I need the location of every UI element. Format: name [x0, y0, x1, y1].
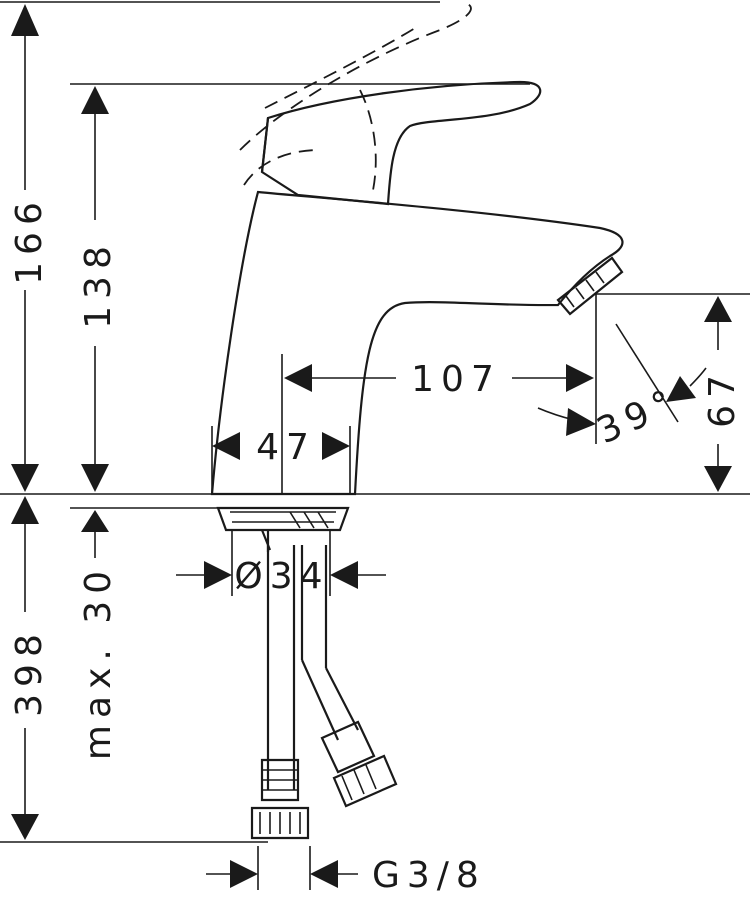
arrow-down-icon	[704, 466, 732, 492]
total-height-label: 166	[9, 195, 50, 285]
arrow-up-icon	[11, 496, 39, 524]
arrow-right-icon	[230, 860, 258, 888]
arrow-left-icon	[330, 561, 358, 589]
dimension-outlet-height: 67	[702, 296, 743, 492]
lever-open-position	[239, 1, 472, 196]
arrow-down-icon	[11, 814, 39, 840]
connection-thread-label: G3/8	[372, 855, 486, 896]
spray-angle-label: 39°	[591, 380, 685, 452]
dimension-spout-height: 138	[78, 86, 119, 492]
arrow-right-icon	[566, 408, 596, 436]
body-width-label: 47	[256, 427, 316, 468]
dimension-counter-thickness: max. 30	[78, 510, 119, 760]
spout-reach-label: 107	[411, 359, 501, 400]
below-counter-label: 398	[9, 627, 50, 717]
hole-diameter-label: Ø34	[234, 556, 329, 597]
outlet-height-label: 67	[702, 368, 743, 428]
dimension-spray-angle: 39°	[537, 367, 707, 452]
arrow-down-left-icon	[666, 376, 696, 402]
arrow-up-icon	[81, 86, 109, 114]
arrow-left-icon	[284, 364, 312, 392]
counter-thickness-label: max. 30	[78, 564, 119, 760]
dimension-connection-thread: G3/8	[206, 855, 486, 896]
arrow-down-icon	[81, 464, 109, 492]
dimension-below-counter: 398	[9, 496, 50, 840]
arrow-left-icon	[322, 432, 350, 460]
arrow-down-icon	[11, 464, 39, 492]
arrow-right-icon	[204, 561, 232, 589]
dimension-total-height: 166	[9, 4, 50, 492]
arrow-left-icon	[310, 860, 338, 888]
arrow-up-icon	[704, 296, 732, 322]
arrow-right-icon	[212, 432, 240, 460]
spout-height-label: 138	[78, 239, 119, 329]
faucet-body	[210, 80, 624, 840]
dimension-hole-diameter: Ø34	[176, 556, 386, 597]
arrow-up-icon	[81, 510, 109, 532]
dimension-spout-reach: 107	[284, 359, 594, 400]
dimension-body-width: 47	[212, 427, 350, 468]
arrow-up-icon	[11, 4, 39, 36]
arrow-right-icon	[566, 364, 594, 392]
